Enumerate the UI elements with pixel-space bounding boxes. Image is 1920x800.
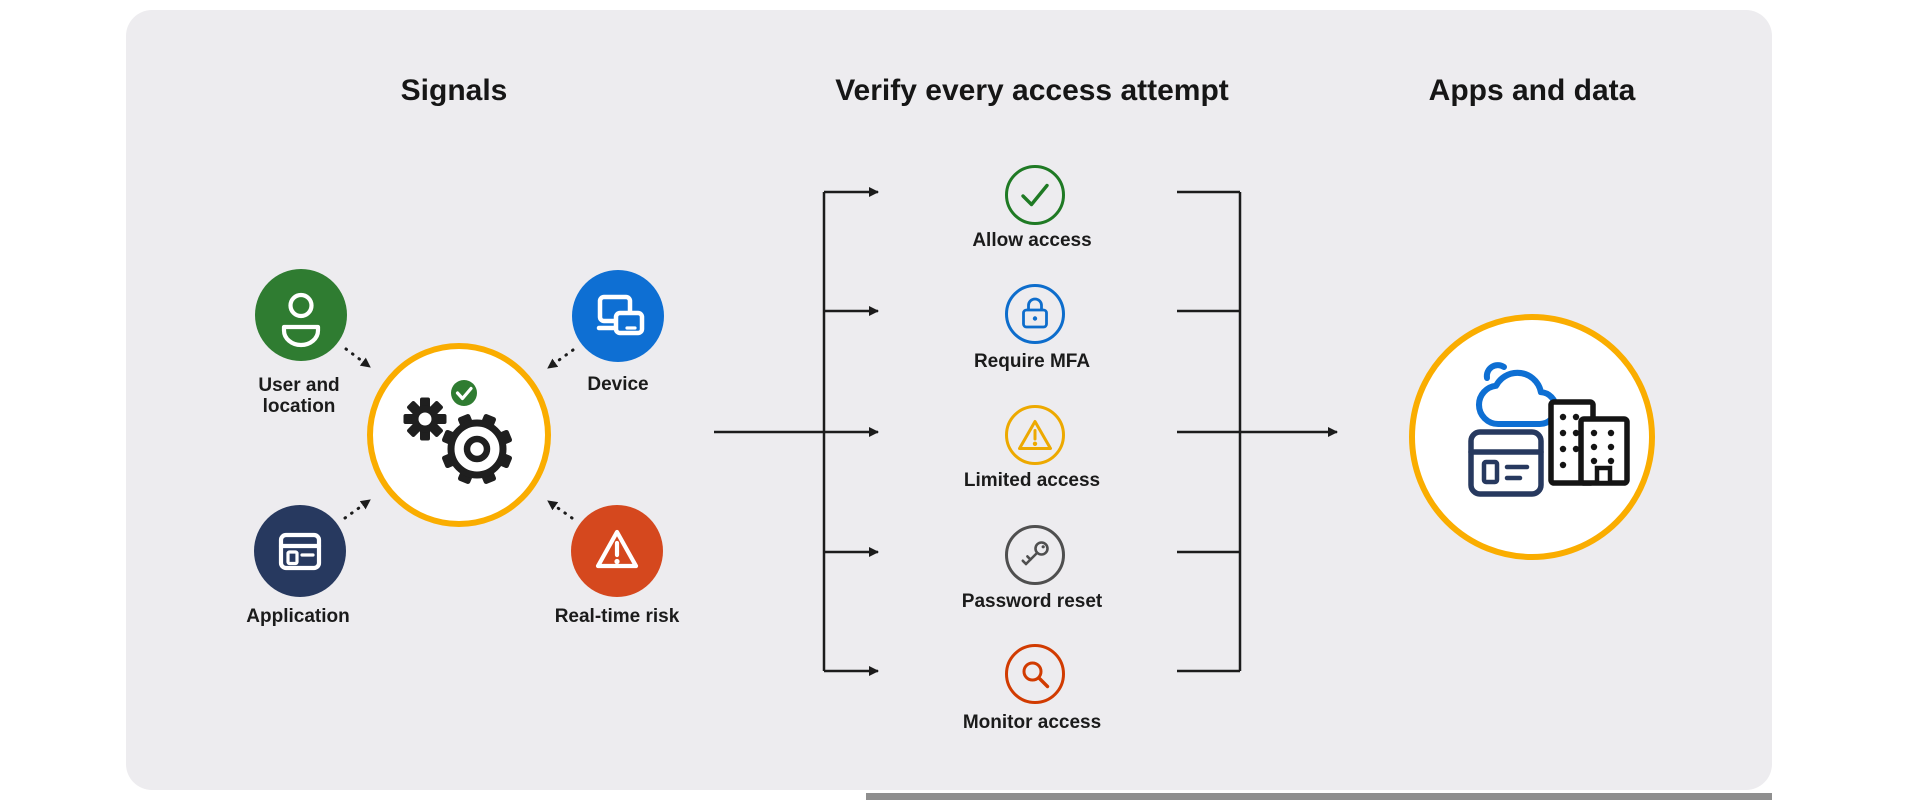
arrow-device-to-hub xyxy=(546,348,575,370)
magnifier-icon xyxy=(1022,661,1050,689)
apps-and-data-circle xyxy=(1409,314,1655,560)
outcome-allow-circle xyxy=(1005,165,1065,225)
signal-user-location-circle xyxy=(255,269,347,361)
arrow-user-to-hub xyxy=(344,347,372,369)
signal-user-location-label: User and location xyxy=(258,375,340,417)
key-icon xyxy=(1021,541,1049,566)
bottom-bar xyxy=(866,793,1772,800)
warning-triangle-icon xyxy=(1018,420,1052,450)
outcome-password-label: Password reset xyxy=(961,591,1103,612)
arrow-application-to-hub xyxy=(343,498,372,520)
outcome-password-circle xyxy=(1005,525,1065,585)
person-icon xyxy=(281,292,321,348)
outcome-limited-label: Limited access xyxy=(963,470,1101,491)
arrow-risk-to-hub xyxy=(546,499,574,520)
outcome-mfa-circle xyxy=(1005,284,1065,344)
gears-icon xyxy=(403,380,512,484)
policy-hub-circle xyxy=(367,343,551,527)
signal-application-circle xyxy=(254,505,346,597)
cloud-apps-buildings-icon xyxy=(1468,362,1630,497)
app-window-icon xyxy=(1468,429,1544,497)
signal-application-label: Application xyxy=(246,606,350,627)
signal-risk-label: Real-time risk xyxy=(554,606,680,627)
outcome-monitor-circle xyxy=(1005,644,1065,704)
apps-heading: Apps and data xyxy=(1428,74,1636,107)
signal-risk-circle xyxy=(571,505,663,597)
check-badge-icon xyxy=(451,380,477,406)
outcome-limited-circle xyxy=(1005,405,1065,465)
outcome-mfa-label: Require MFA xyxy=(973,351,1091,372)
verify-heading: Verify every access attempt xyxy=(835,74,1229,107)
cloud-icon xyxy=(1483,362,1507,381)
check-icon xyxy=(1021,183,1049,207)
app-window-icon xyxy=(278,532,322,571)
buildings-icon xyxy=(1548,399,1630,486)
warning-triangle-icon xyxy=(595,529,639,569)
lock-icon xyxy=(1022,297,1048,329)
signals-heading: Signals xyxy=(400,74,508,107)
devices-icon xyxy=(596,294,645,336)
outcome-allow-label: Allow access xyxy=(972,230,1092,251)
signal-device-circle xyxy=(572,270,664,362)
signal-device-label: Device xyxy=(587,374,649,395)
outcome-monitor-label: Monitor access xyxy=(962,712,1102,733)
